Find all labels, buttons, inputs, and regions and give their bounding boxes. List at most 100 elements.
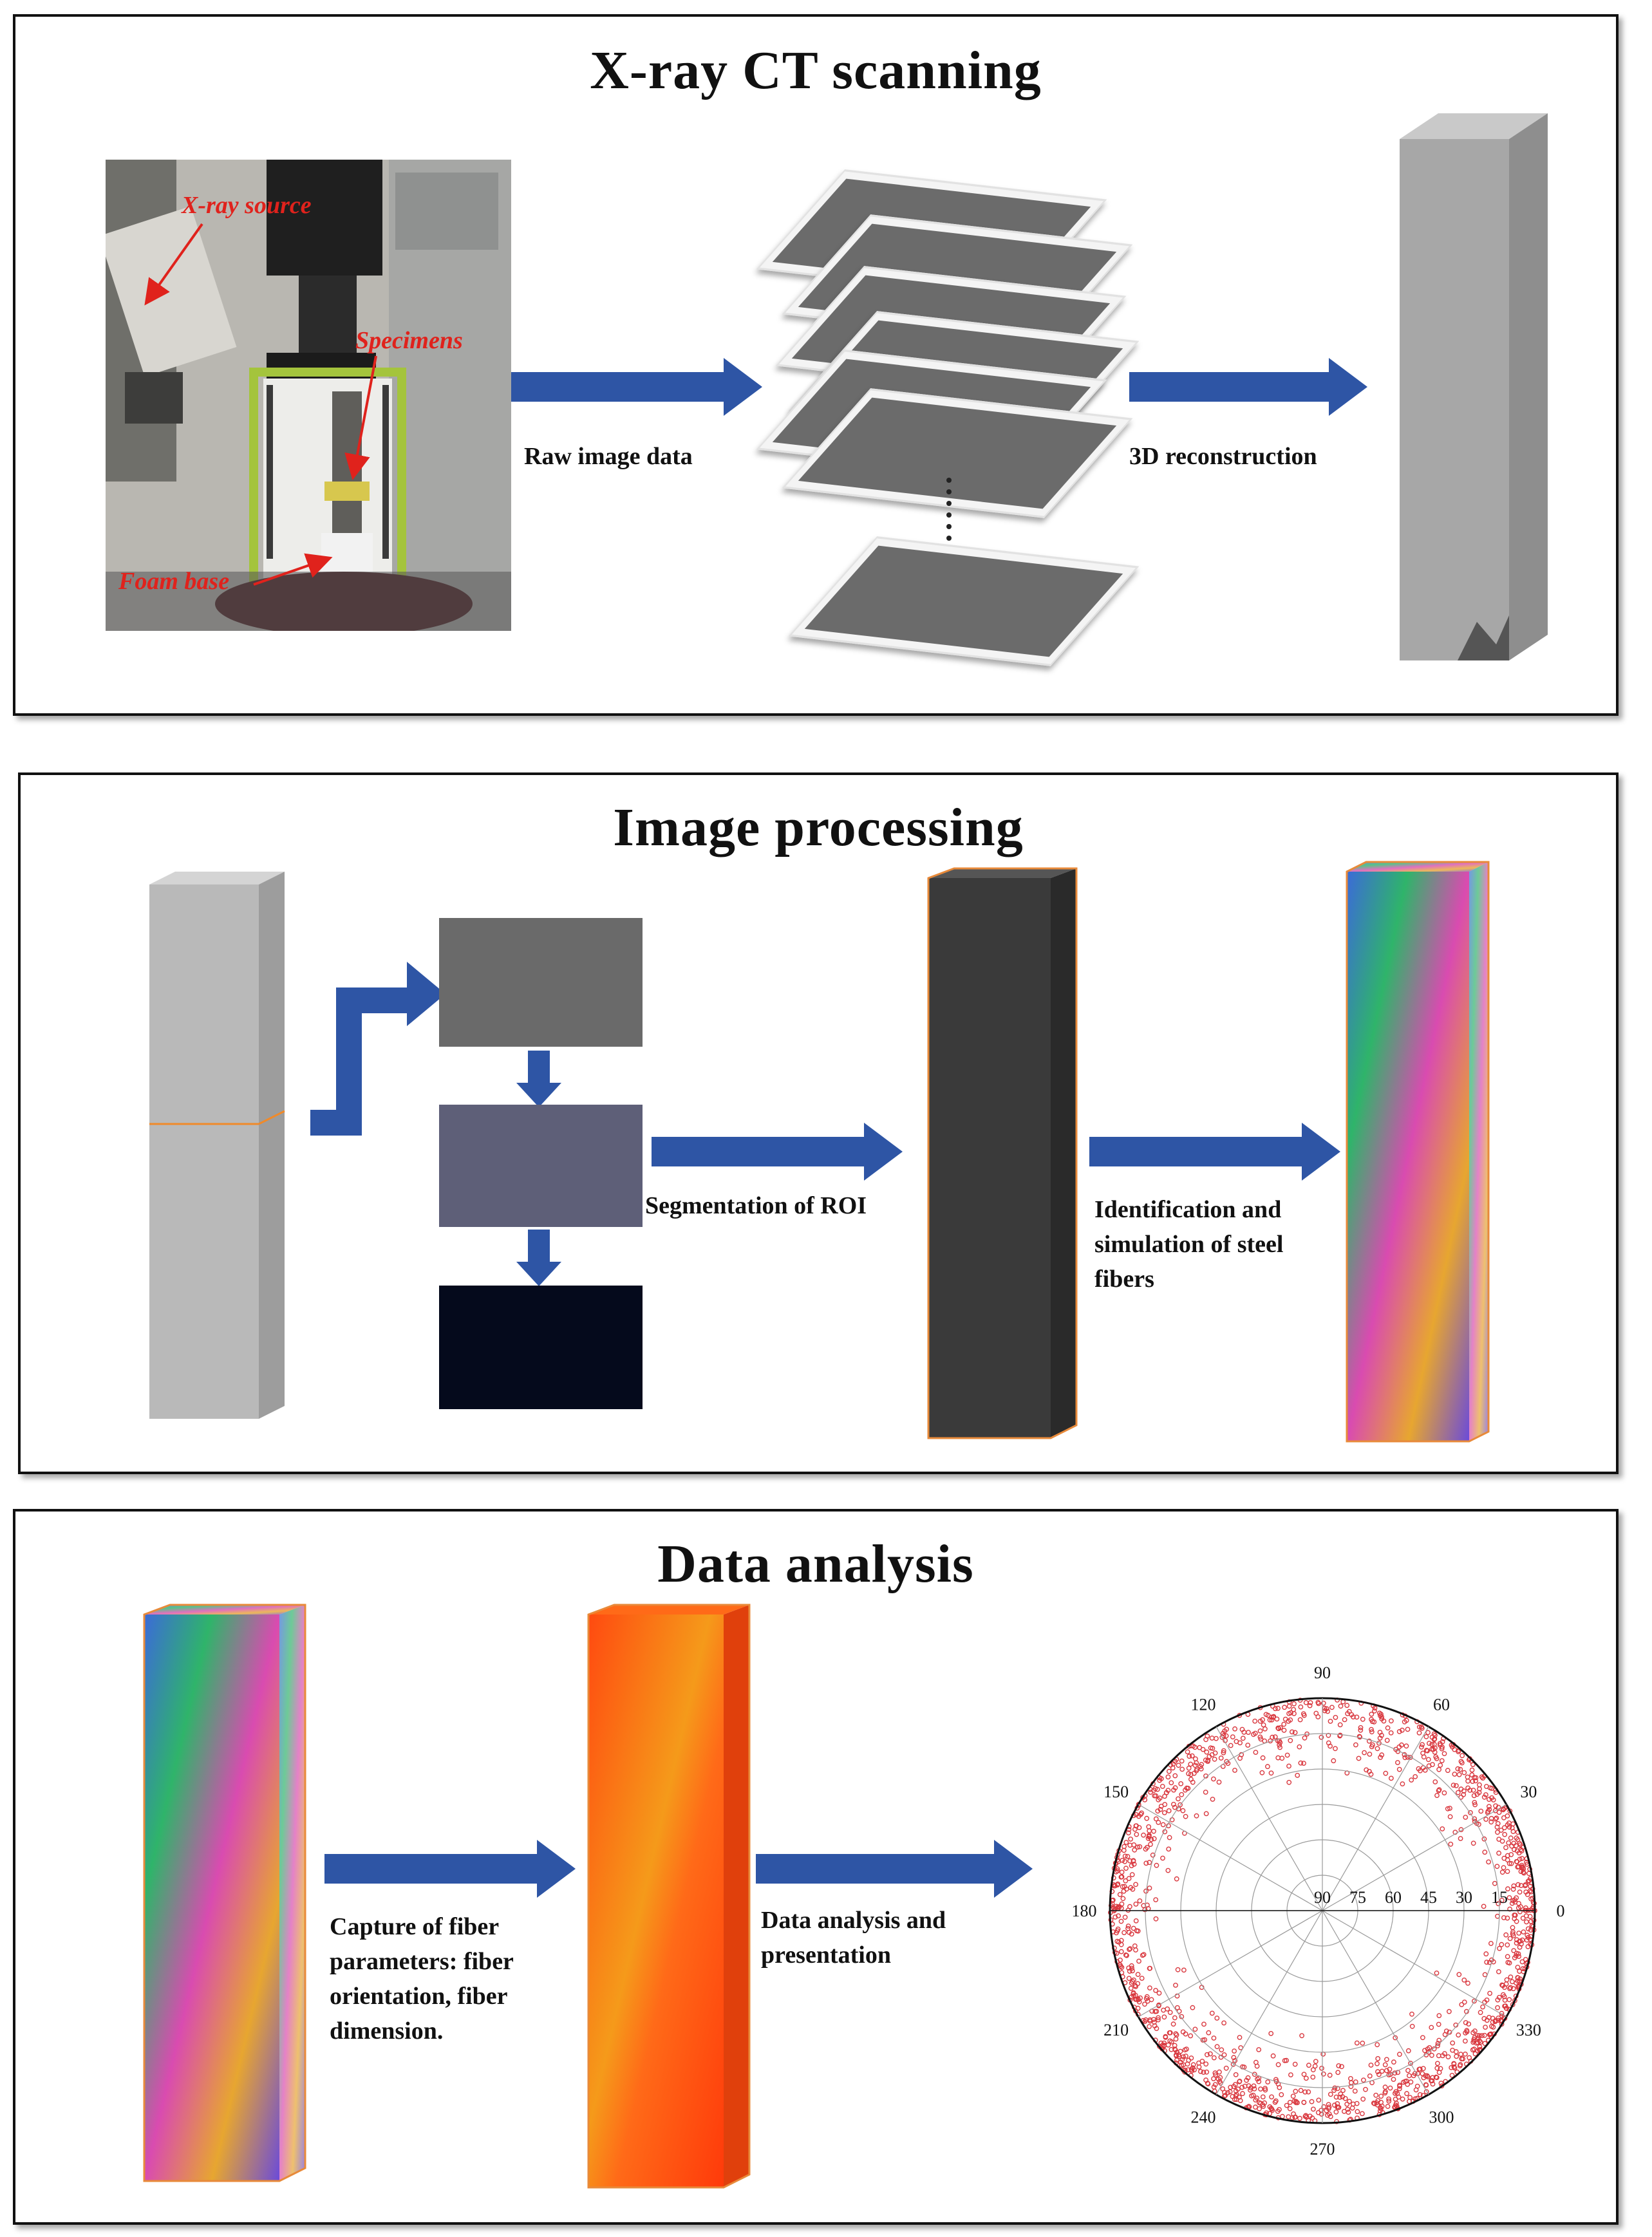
polar-point bbox=[1122, 1858, 1128, 1864]
polar-point bbox=[1436, 2070, 1442, 2075]
polar-point bbox=[1282, 1716, 1288, 1722]
polar-point bbox=[1470, 1779, 1476, 1784]
polar-point bbox=[1348, 2080, 1354, 2086]
polar-point bbox=[1389, 1718, 1394, 1724]
polar-point bbox=[1192, 2026, 1198, 2032]
polar-point bbox=[1292, 1730, 1298, 1736]
polar-point bbox=[1367, 2073, 1373, 2079]
polar-point bbox=[1477, 1782, 1482, 1788]
polar-point bbox=[1505, 1960, 1511, 1965]
polar-point bbox=[1301, 1761, 1306, 1766]
polar-point bbox=[1210, 1797, 1216, 1802]
polar-point bbox=[1513, 1953, 1519, 1958]
polar-point bbox=[1118, 1874, 1124, 1880]
polar-point bbox=[1122, 1914, 1128, 1920]
polar-point bbox=[1214, 2044, 1220, 2050]
polar-point bbox=[1455, 1790, 1461, 1795]
polar-point bbox=[1492, 1808, 1498, 1813]
polar-point bbox=[1465, 1778, 1470, 1784]
polar-point bbox=[1147, 2017, 1153, 2023]
polar-point bbox=[1442, 2051, 1447, 2056]
polar-point bbox=[1461, 1770, 1467, 1775]
polar-point bbox=[1147, 1860, 1152, 1866]
polar-point bbox=[1503, 2005, 1509, 2011]
polar-point bbox=[1114, 1938, 1120, 1944]
polar-point bbox=[1470, 1788, 1476, 1793]
polar-point bbox=[1233, 2072, 1239, 2077]
polar-point bbox=[1456, 2032, 1461, 2038]
polar-point bbox=[1329, 1705, 1335, 1710]
polar-point bbox=[1122, 1853, 1128, 1859]
polar-point bbox=[1259, 1770, 1265, 1775]
polar-angle-label: 240 bbox=[1191, 2108, 1216, 2126]
polar-point bbox=[1320, 2071, 1326, 2077]
polar-point bbox=[1507, 1936, 1513, 1942]
polar-point bbox=[1253, 2097, 1259, 2102]
polar-point bbox=[1481, 1904, 1487, 1909]
polar-point bbox=[1186, 2057, 1192, 2063]
polar-point bbox=[1514, 1835, 1519, 1841]
polar-point bbox=[1435, 2041, 1441, 2046]
polar-point bbox=[1386, 2072, 1392, 2077]
polar-point bbox=[1127, 1946, 1133, 1951]
polar-point bbox=[1393, 1746, 1398, 1752]
polar-point bbox=[1488, 2031, 1494, 2037]
polar-point bbox=[1472, 1802, 1478, 1808]
polar-point bbox=[1423, 1734, 1429, 1739]
polar-point bbox=[1132, 1847, 1138, 1853]
polar-point bbox=[1188, 2033, 1194, 2039]
polar-point bbox=[1452, 2065, 1458, 2071]
polar-point bbox=[1194, 1813, 1199, 1819]
polar-point bbox=[1114, 1930, 1119, 1936]
polar-point bbox=[1188, 2066, 1194, 2072]
polar-point bbox=[1275, 2108, 1281, 2114]
polar-point bbox=[1333, 2109, 1339, 2115]
polar-point bbox=[1315, 1714, 1321, 1719]
polar-point bbox=[1279, 2092, 1284, 2097]
polar-point bbox=[1371, 1719, 1377, 1725]
polar-point bbox=[1154, 1786, 1160, 1792]
polar-point bbox=[1463, 2020, 1469, 2025]
polar-point bbox=[1133, 1947, 1138, 1952]
polar-point bbox=[1425, 1730, 1431, 1736]
polar-point bbox=[1153, 1988, 1159, 1993]
polar-point bbox=[1197, 2069, 1203, 2074]
polar-point bbox=[1268, 2031, 1274, 2036]
polar-point bbox=[1137, 1844, 1143, 1849]
polar-point bbox=[1469, 1772, 1475, 1778]
polar-point bbox=[1214, 2016, 1220, 2021]
polar-point bbox=[1349, 1712, 1355, 1718]
polar-point bbox=[1484, 1784, 1489, 1790]
polar-point bbox=[1335, 2086, 1340, 2092]
polar-point bbox=[1129, 1994, 1134, 2000]
polar-point bbox=[1496, 1837, 1502, 1842]
polar-point bbox=[1333, 2094, 1339, 2100]
polar-point bbox=[1494, 1824, 1500, 1830]
polar-point bbox=[1167, 2038, 1173, 2044]
polar-point bbox=[1422, 1767, 1428, 1773]
polar-point bbox=[1114, 1868, 1120, 1874]
polar-point bbox=[1221, 1750, 1226, 1755]
polar-point bbox=[1244, 2077, 1249, 2083]
label-segmentation-roi: Segmentation of ROI bbox=[645, 1192, 867, 1219]
polar-point bbox=[1386, 2099, 1392, 2104]
polar-point bbox=[1458, 1836, 1463, 1841]
label-identification-line1: Identification and bbox=[1094, 1196, 1282, 1223]
polar-point bbox=[1289, 1729, 1295, 1735]
polar-point bbox=[1192, 1756, 1198, 1762]
label-capture-line2: parameters: fiber bbox=[330, 1948, 514, 1975]
polar-point bbox=[1212, 2082, 1218, 2088]
polar-point bbox=[1388, 1730, 1394, 1736]
polar-point bbox=[1501, 1915, 1507, 1920]
polar-point bbox=[1338, 1703, 1344, 1709]
polar-point bbox=[1391, 2059, 1396, 2065]
polar-point bbox=[1204, 2069, 1210, 2075]
polar-point bbox=[1176, 1763, 1181, 1768]
polar-angle-label: 210 bbox=[1103, 2021, 1129, 2039]
polar-point bbox=[1288, 1737, 1293, 1743]
polar-point bbox=[1356, 1734, 1362, 1739]
polar-point bbox=[1487, 1806, 1492, 1812]
polar-point bbox=[1118, 1949, 1124, 1954]
polar-point bbox=[1197, 1745, 1203, 1750]
polar-point bbox=[1502, 1985, 1507, 1990]
